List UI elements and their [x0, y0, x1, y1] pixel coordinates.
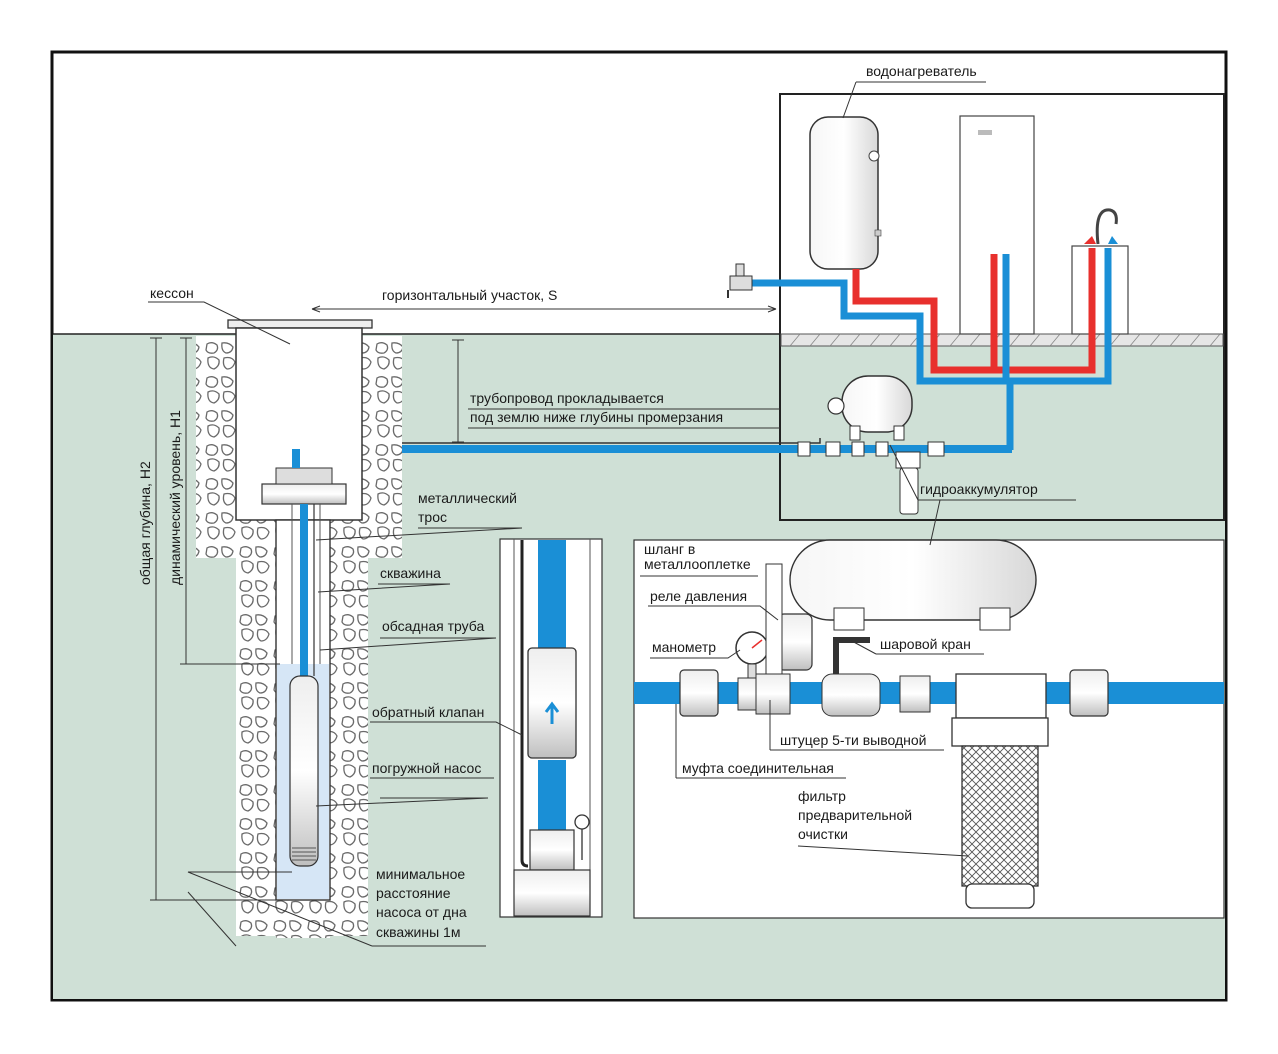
- label-fitting: штуцер 5-ти выводной: [780, 732, 926, 748]
- filter-cartridge: [961, 745, 1039, 887]
- label-hose-line1: шланг в: [644, 541, 695, 557]
- hot-water-pipes: [852, 248, 1096, 374]
- label-accumulator: гидроаккумулятор: [920, 481, 1038, 497]
- label-pipeline-line1: трубопровод прокладывается: [470, 390, 664, 406]
- outdoor-tap-icon: [727, 263, 753, 298]
- water-heater: [809, 116, 879, 270]
- label-manometer: манометр: [652, 639, 716, 655]
- label-water-heater: водонагреватель: [866, 63, 977, 79]
- label-hose-line2: металлооплетке: [644, 556, 751, 572]
- label-dynamic-level: динамический уровень, Н1: [167, 410, 183, 585]
- label-total-depth: общая глубина, Н2: [137, 461, 153, 585]
- label-casing-pipe: обсадная труба: [382, 618, 484, 634]
- pipe-assembly-detail: [633, 539, 1225, 919]
- check-valve-detail: [499, 538, 603, 918]
- label-well: скважина: [380, 565, 441, 581]
- well: [196, 319, 402, 938]
- label-min-dist-line2: расстояние: [376, 885, 451, 901]
- label-cable-line1: металлический: [418, 490, 517, 506]
- label-horizontal-section: горизонтальный участок, S: [382, 287, 557, 303]
- label-coupling: муфта соединительная: [682, 760, 834, 776]
- label-ball-valve: шаровой кран: [880, 636, 971, 652]
- label-min-dist-line1: минимальное: [376, 866, 465, 882]
- label-min-dist-line4: скважины 1м: [376, 924, 460, 940]
- label-submersible-pump: погружной насос: [372, 760, 481, 776]
- label-pipeline-line2: под землю ниже глубины промерзания: [470, 409, 723, 425]
- label-cable-line2: трос: [418, 509, 447, 525]
- label-caisson: кессон: [150, 285, 194, 301]
- labels: водонагреватель кессон горизонтальный уч…: [137, 63, 1038, 940]
- shower-head-icon: [978, 130, 992, 135]
- pressure-relay-icon: [777, 613, 813, 671]
- accumulator-small: [797, 375, 945, 515]
- leader-lines: [148, 81, 1076, 947]
- label-min-dist-line3: насоса от дна: [376, 904, 467, 920]
- cold-water-pipes: [752, 248, 1112, 450]
- submersible-pump: [289, 675, 319, 867]
- house: [779, 93, 1225, 521]
- faucet-icon: [1095, 208, 1118, 245]
- label-filter-line1: фильтр: [798, 788, 846, 804]
- label-filter-line2: предварительной: [798, 807, 912, 823]
- label-check-valve: обратный клапан: [372, 704, 484, 720]
- label-pressure-relay: реле давления: [650, 588, 747, 604]
- label-filter-line3: очистки: [798, 826, 848, 842]
- sink: [1071, 245, 1129, 335]
